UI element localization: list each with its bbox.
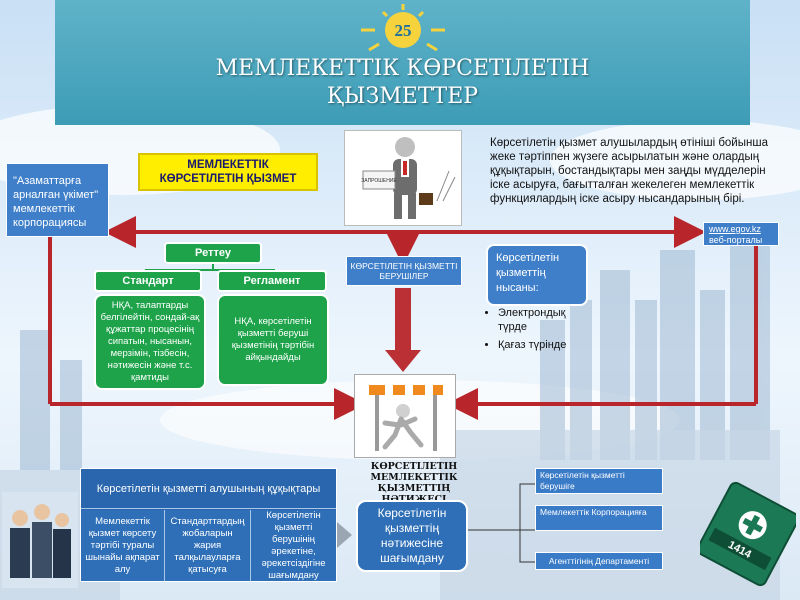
state-service-description: Көрсетілетін қызмет алушылардың өтініші … — [490, 137, 768, 205]
page-title-line1: МЕМЛЕКЕТТІК КӨРСЕТІЛЕТІН — [215, 56, 590, 81]
header-banner: 25 МЕМЛЕКЕТТІК КӨРСЕТІЛЕТІН ҚЫЗМЕТТЕР — [55, 0, 750, 125]
bracket-to-department — [519, 530, 535, 563]
anniversary-emblem-icon: 25 — [361, 4, 445, 52]
service-providers-box: КӨРСЕТІЛЕТІН ҚЫЗМЕТТІ БЕРУШІЛЕР — [346, 256, 462, 286]
rights-to-appeal-arrow — [337, 522, 352, 548]
regulation-title: Реттеу — [164, 242, 262, 264]
recipient-rights-table: Көрсетілетін қызметті алушының құқықтары… — [80, 468, 337, 582]
service-result-label: КӨРСЕТІЛЕТІН МЕМЛЕКЕТТІК ҚЫЗМЕТТІҢ НӘТИЖ… — [370, 461, 458, 505]
service-form-title: Көрсетілетін қызметтің нысаны: — [486, 244, 588, 306]
barrier-illustration — [354, 374, 456, 458]
egov-link[interactable]: www.egov.kz — [709, 224, 761, 234]
bracket-to-provider — [468, 483, 535, 531]
state-service-label: МЕМЛЕКЕТТІК КӨРСЕТІЛЕТІН ҚЫЗМЕТ — [138, 153, 318, 191]
businessman-illustration: ЗАПРОШЕНИЕ — [344, 130, 462, 226]
list-item: Қағаз түрінде — [498, 338, 592, 352]
rights-cell-complaint: Көрсетілетін қызметті берушінің әрекетін… — [251, 510, 336, 581]
hotline-card-illustration: 1414 — [696, 478, 800, 590]
appeal-target-department: Агенттігінің Департаменті — [535, 552, 663, 570]
emblem-number: 25 — [395, 21, 412, 40]
appeal-target-corporation: Мемлекеттік Корпорацияға — [535, 505, 663, 531]
appeal-target-provider: Көрсетілетін қызметті берушіге — [535, 468, 663, 494]
service-form-list: Электрондық түрде Қағаз түрінде — [472, 306, 592, 352]
standard-header: Стандарт — [94, 270, 202, 292]
appeal-result-box: Көрсетілетін қызметтің нәтижесіне шағымд… — [356, 500, 468, 572]
government-corporation-box: "Азаматтарға арналған үкімет" мемлекетті… — [6, 163, 109, 237]
egov-portal-box: www.egov.kz веб-порталы — [703, 222, 779, 246]
recipient-rights-title: Көрсетілетін қызметті алушының құқықтары — [81, 469, 336, 509]
regulament-header: Регламент — [217, 270, 327, 292]
standard-description: НҚА, талаптарды белгілейтін, сондай-ақ қ… — [94, 294, 206, 390]
sign-text: ЗАПРОШЕНИЕ — [361, 178, 397, 184]
page-title: МЕМЛЕКЕТТІК КӨРСЕТІЛЕТІН ҚЫЗМЕТТЕР — [55, 55, 750, 111]
providers-to-result-head — [385, 350, 421, 372]
page-title-line2: ҚЫЗМЕТТЕР — [326, 84, 479, 109]
business-people-illustration — [2, 492, 78, 588]
egov-portal-label: веб-порталы — [709, 235, 763, 245]
providers-to-result-shaft — [395, 288, 411, 352]
regulament-description: НҚА, көрсетілетін қызметті беруші қызмет… — [217, 294, 329, 386]
rights-cell-discussion: Стандарттардың жобаларын жария талқылаул… — [165, 510, 251, 581]
rights-cell-info: Мемлекеттік қызмет көрсету тәртібі турал… — [81, 510, 165, 581]
list-item: Электрондық түрде — [498, 306, 592, 334]
